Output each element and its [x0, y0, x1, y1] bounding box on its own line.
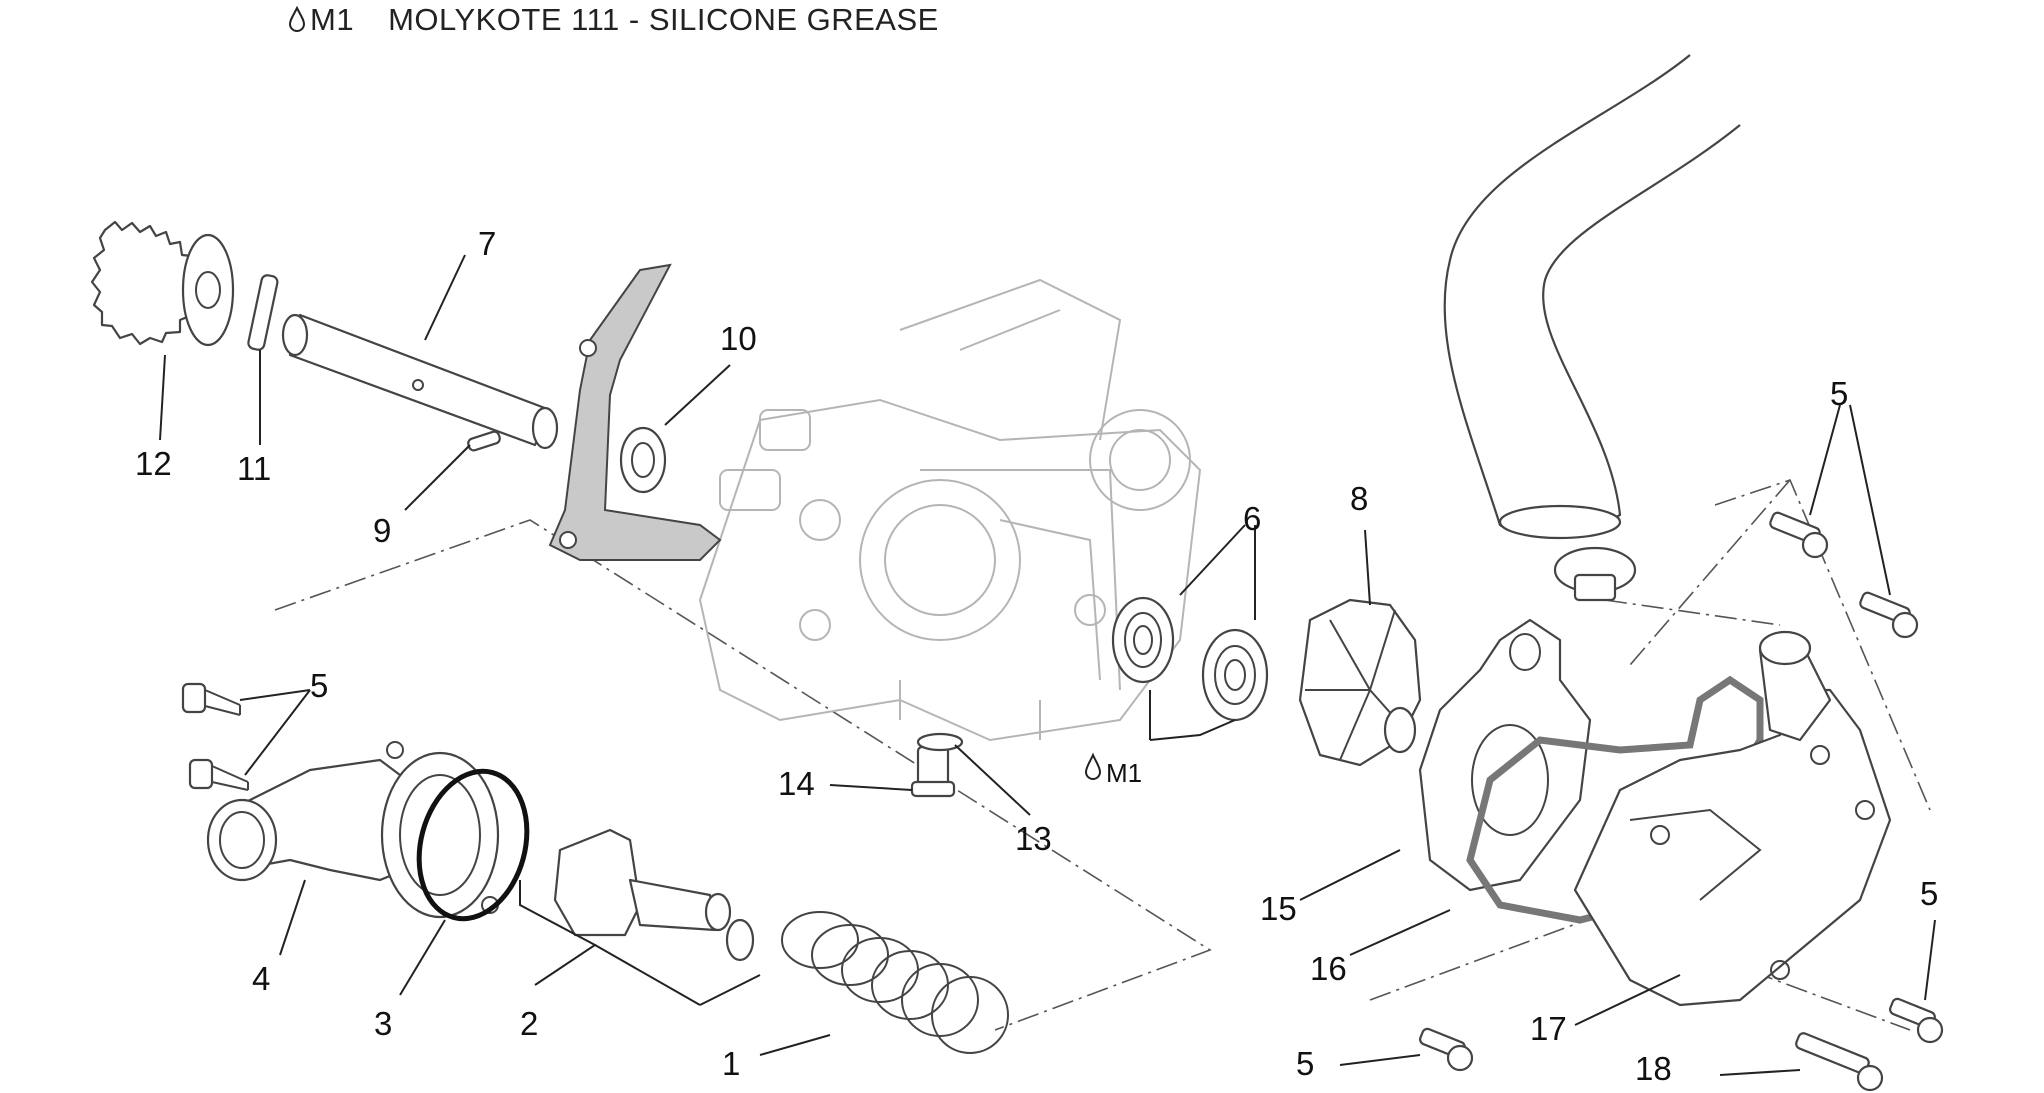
pump-cover-part-17: [1573, 630, 1892, 1007]
thermostat-part-2: [553, 828, 755, 962]
callout-14: 14: [778, 765, 815, 802]
pin-part-9: [467, 430, 501, 452]
seal-part-6a: [1111, 596, 1175, 684]
legend-code: M1: [310, 2, 355, 37]
grease-drop-icon: [288, 4, 306, 40]
dowel-pin-part-11: [247, 274, 279, 351]
leader-lines: [159, 254, 1936, 1076]
grease-marker-code: M1: [1106, 758, 1142, 788]
callout-16: 16: [1310, 950, 1347, 987]
callout-5-right: 5: [1920, 875, 1938, 912]
bolt-part-5-bottom: [1419, 1027, 1474, 1072]
gasket-strip: [548, 263, 722, 561]
drain-screw-part-14: [910, 745, 956, 798]
callout-3: 3: [374, 1005, 392, 1042]
callout-6: 6: [1243, 500, 1261, 537]
callout-10: 10: [720, 320, 757, 357]
callout-11: 11: [237, 450, 271, 487]
bolt-part-5-left-b: [188, 758, 249, 791]
o-ring-part-3: [416, 768, 530, 922]
washer-part-10: [619, 426, 667, 494]
callout-1: 1: [722, 1045, 740, 1082]
screw-part-18: [1795, 1032, 1884, 1092]
bolt-part-5-right-c: [1889, 997, 1944, 1044]
gasket-part-15: [1418, 618, 1592, 892]
bolt-part-5-right-a: [1769, 511, 1829, 559]
callout-8: 8: [1350, 480, 1368, 517]
coolant-hose: [1443, 54, 1741, 540]
callout-17: 17: [1530, 1010, 1567, 1047]
callout-labels: 7 10 12 11 9 5 8 6 5 14 13 4 3 2 1 15 16…: [135, 225, 1938, 1087]
grease-marker-drop-icon: [1084, 752, 1102, 780]
callout-5-bottom: 5: [1296, 1045, 1314, 1082]
seal-part-6b: [1201, 628, 1269, 722]
callout-4: 4: [252, 960, 270, 997]
bolt-part-5-left-a: [181, 682, 241, 716]
callout-13: 13: [1015, 820, 1052, 857]
pump-shaft-part-7: [281, 313, 559, 450]
spring-part-1: [781, 911, 1009, 1054]
callout-5-top-right: 5: [1830, 375, 1848, 412]
callout-15: 15: [1260, 890, 1297, 927]
assembly-axis-lines: [274, 479, 1931, 1031]
bolt-part-5-right-b: [1859, 591, 1919, 639]
inlet-housing-part-4: [206, 741, 500, 919]
callout-9: 9: [373, 512, 391, 549]
callout-7: 7: [478, 225, 496, 262]
lubricant-legend: M1 MOLYKOTE 111 - SILICONE GREASE: [288, 2, 939, 40]
grease-marker: M1: [1084, 752, 1142, 788]
engine-crankcase: [698, 278, 1202, 742]
washer-part-13: [916, 732, 964, 752]
hose-clamp: [1553, 546, 1637, 602]
impeller-part-8: [1298, 598, 1422, 767]
legend-description: MOLYKOTE 111 - SILICONE GREASE: [388, 2, 939, 37]
callout-2: 2: [520, 1005, 538, 1042]
callout-18: 18: [1635, 1050, 1672, 1087]
callout-5-left: 5: [310, 667, 328, 704]
callout-12: 12: [135, 445, 172, 482]
gear-part-12: [90, 220, 235, 347]
